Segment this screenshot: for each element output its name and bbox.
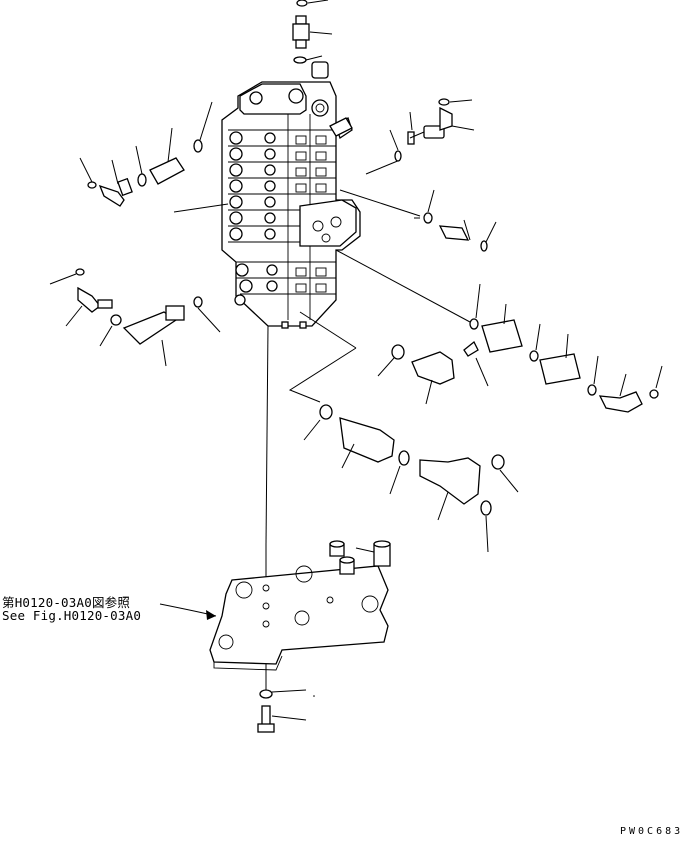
reference-label-japanese: 第H0120-03A0図参照	[2, 595, 131, 610]
center-lower-fittings	[303, 340, 519, 553]
bolt-washer	[257, 689, 315, 733]
reference-label-english: See Fig.H0120-03A0	[2, 608, 142, 623]
top-fittings	[292, 0, 333, 79]
upper-left-fittings	[79, 101, 213, 207]
mid-left-fittings	[49, 268, 221, 367]
right-fittings	[469, 283, 663, 413]
control-valve-assembly	[221, 81, 361, 329]
mounting-plate	[209, 540, 391, 671]
reference-arrow	[159, 603, 217, 620]
upper-right-fittings	[329, 98, 497, 252]
drawing-id: PW0C683	[620, 826, 684, 837]
leader-lines	[173, 159, 471, 690]
